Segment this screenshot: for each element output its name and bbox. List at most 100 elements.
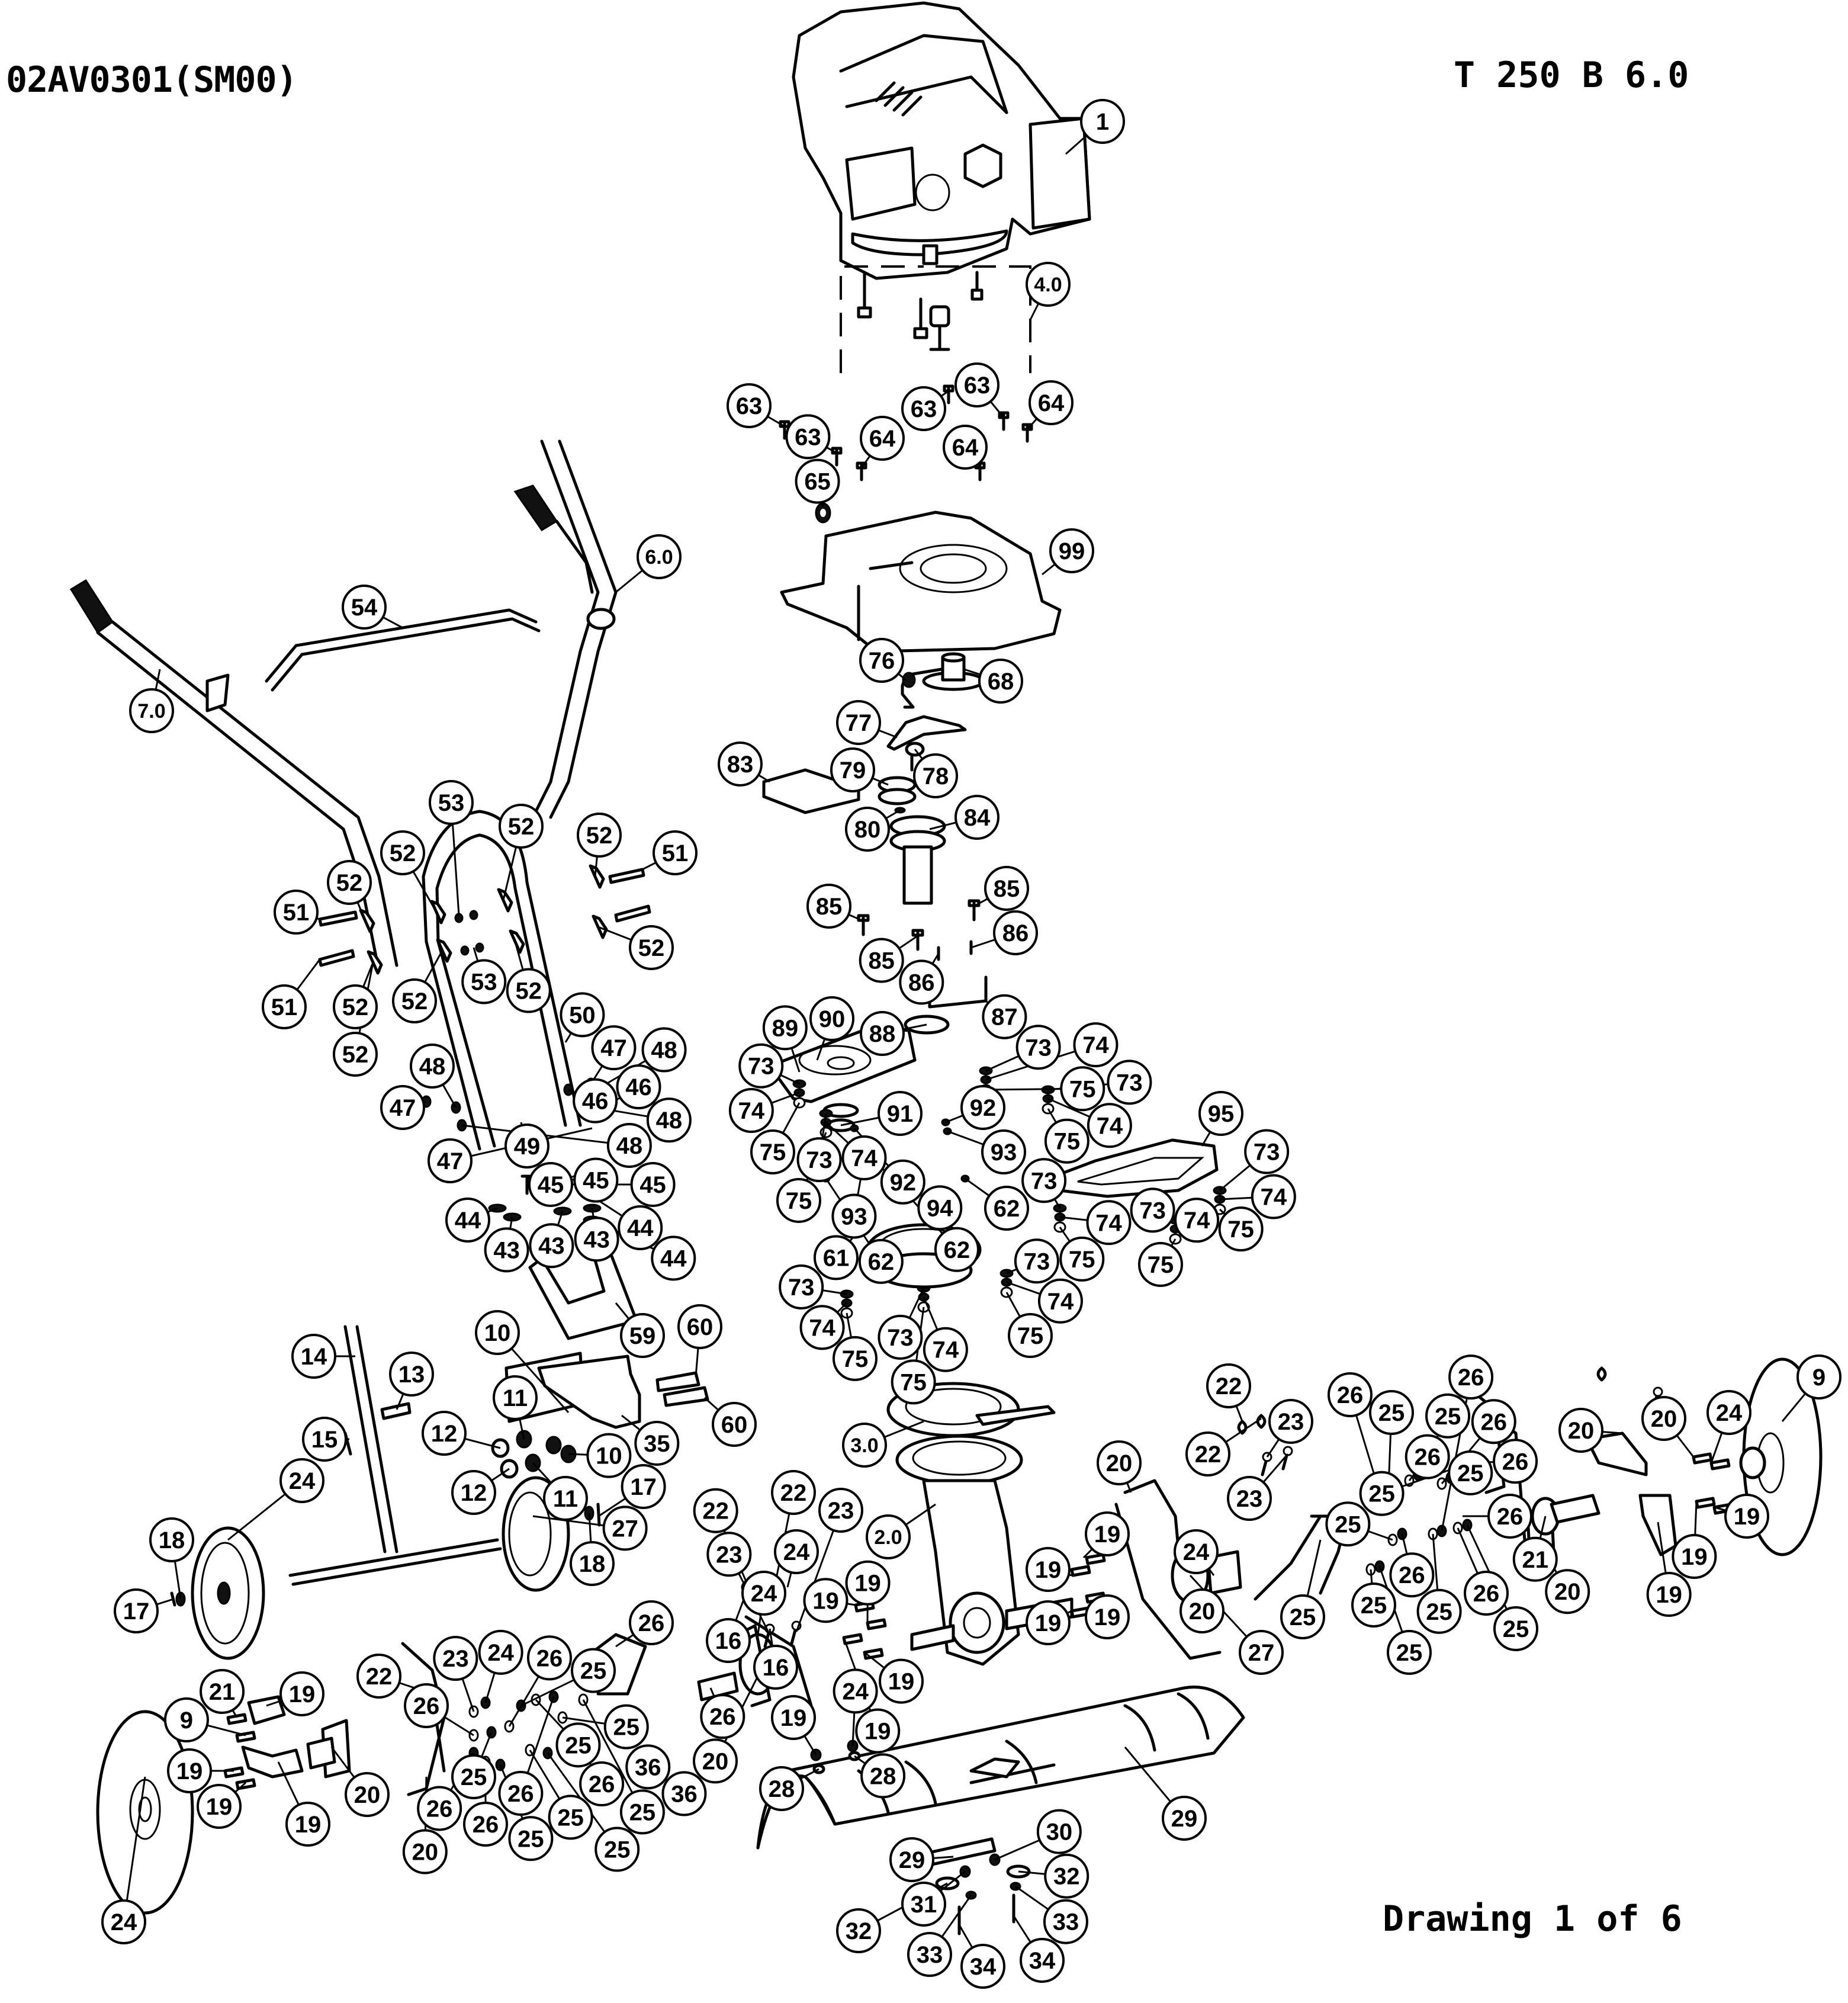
callout-part-19[interactable]: 19 (879, 1658, 924, 1704)
callout-part-99[interactable]: 99 (1049, 528, 1094, 573)
callout-part-19[interactable]: 19 (771, 1695, 816, 1740)
callout-part-73[interactable]: 73 (1021, 1158, 1067, 1203)
callout-part-65[interactable]: 65 (795, 458, 840, 504)
callout-part-28[interactable]: 28 (759, 1766, 804, 1811)
callout-part-3-0[interactable]: 3.0 (842, 1423, 887, 1468)
callout-part-64[interactable]: 64 (943, 425, 988, 470)
callout-part-87[interactable]: 87 (982, 994, 1027, 1039)
callout-part-74[interactable]: 74 (923, 1327, 968, 1372)
callout-part-12[interactable]: 12 (422, 1411, 467, 1456)
callout-part-89[interactable]: 89 (762, 1005, 808, 1051)
callout-part-19[interactable]: 19 (1646, 1572, 1692, 1617)
callout-part-25[interactable]: 25 (451, 1754, 496, 1799)
callout-part-79[interactable]: 79 (830, 747, 875, 792)
callout-part-26[interactable]: 26 (417, 1786, 462, 1831)
callout-part-63[interactable]: 63 (901, 386, 946, 431)
callout-part-24[interactable]: 24 (774, 1529, 819, 1574)
callout-part-86[interactable]: 86 (899, 959, 944, 1005)
callout-part-31[interactable]: 31 (901, 1882, 946, 1927)
callout-part-74[interactable]: 74 (1087, 1103, 1132, 1148)
callout-part-84[interactable]: 84 (954, 795, 999, 840)
callout-part-7-0[interactable]: 7.0 (129, 688, 174, 733)
callout-part-25[interactable]: 25 (1416, 1588, 1462, 1634)
callout-part-25[interactable]: 25 (555, 1722, 601, 1768)
callout-part-46[interactable]: 46 (573, 1078, 618, 1124)
callout-part-50[interactable]: 50 (560, 992, 605, 1038)
callout-part-22[interactable]: 22 (1185, 1431, 1230, 1476)
callout-part-62[interactable]: 62 (858, 1238, 904, 1284)
callout-part-75[interactable]: 75 (1008, 1313, 1053, 1358)
callout-part-25[interactable]: 25 (1425, 1393, 1471, 1439)
callout-part-20[interactable]: 20 (345, 1772, 390, 1817)
callout-part-48[interactable]: 48 (646, 1097, 692, 1143)
callout-part-74[interactable]: 74 (1174, 1198, 1220, 1243)
callout-part-22[interactable]: 22 (356, 1654, 401, 1699)
callout-part-26[interactable]: 26 (1493, 1439, 1538, 1484)
callout-part-9[interactable]: 9 (1796, 1354, 1841, 1399)
callout-part-21[interactable]: 21 (1512, 1536, 1558, 1582)
callout-part-30[interactable]: 30 (1036, 1809, 1082, 1854)
callout-part-77[interactable]: 77 (836, 700, 881, 745)
callout-part-23[interactable]: 23 (706, 1532, 752, 1577)
callout-part-75[interactable]: 75 (1044, 1118, 1089, 1164)
callout-part-64[interactable]: 64 (1029, 380, 1074, 425)
callout-part-12[interactable]: 12 (451, 1470, 496, 1515)
callout-part-19[interactable]: 19 (1672, 1533, 1717, 1579)
callout-part-19[interactable]: 19 (279, 1671, 324, 1716)
callout-part-63[interactable]: 63 (954, 362, 999, 407)
callout-part-25[interactable]: 25 (619, 1789, 665, 1835)
callout-part-73[interactable]: 73 (738, 1043, 784, 1089)
callout-part-20[interactable]: 20 (1558, 1408, 1603, 1453)
callout-part-74[interactable]: 74 (1251, 1174, 1296, 1219)
callout-part-33[interactable]: 33 (907, 1932, 952, 1977)
callout-part-26[interactable]: 26 (1405, 1434, 1450, 1479)
callout-part-26[interactable]: 26 (526, 1635, 572, 1681)
callout-part-24[interactable]: 24 (833, 1668, 878, 1714)
callout-part-19[interactable]: 19 (285, 1802, 330, 1847)
callout-part-52[interactable]: 52 (577, 813, 622, 858)
callout-part-6-0[interactable]: 6.0 (637, 534, 682, 579)
callout-part-52[interactable]: 52 (327, 860, 372, 905)
callout-part-45[interactable]: 45 (573, 1157, 619, 1203)
callout-part-74[interactable]: 74 (799, 1305, 845, 1350)
callout-part-35[interactable]: 35 (634, 1420, 680, 1466)
callout-part-73[interactable]: 73 (1015, 1025, 1061, 1070)
callout-part-85[interactable]: 85 (859, 938, 904, 983)
callout-part-53[interactable]: 53 (461, 959, 507, 1004)
callout-part-51[interactable]: 51 (262, 984, 307, 1029)
callout-part-52[interactable]: 52 (333, 1032, 378, 1077)
callout-part-73[interactable]: 73 (796, 1137, 842, 1183)
callout-part-75[interactable]: 75 (776, 1177, 821, 1223)
callout-part-32[interactable]: 32 (1044, 1853, 1089, 1899)
callout-part-15[interactable]: 15 (302, 1417, 347, 1462)
callout-part-4-0[interactable]: 4.0 (1026, 262, 1071, 307)
callout-part-29[interactable]: 29 (889, 1837, 934, 1882)
callout-part-44[interactable]: 44 (618, 1205, 663, 1250)
callout-part-26[interactable]: 26 (1389, 1552, 1435, 1598)
callout-part-19[interactable]: 19 (803, 1578, 849, 1623)
callout-part-26[interactable]: 26 (1448, 1354, 1494, 1400)
callout-part-23[interactable]: 23 (818, 1488, 863, 1533)
callout-part-45[interactable]: 45 (630, 1161, 676, 1207)
callout-part-85[interactable]: 85 (806, 884, 851, 929)
callout-part-19[interactable]: 19 (197, 1784, 242, 1829)
callout-part-22[interactable]: 22 (1206, 1363, 1251, 1408)
callout-part-27[interactable]: 27 (1239, 1630, 1284, 1675)
callout-part-93[interactable]: 93 (831, 1193, 877, 1239)
callout-part-44[interactable]: 44 (651, 1235, 696, 1281)
callout-part-43[interactable]: 43 (484, 1227, 529, 1273)
callout-part-73[interactable]: 73 (1014, 1238, 1059, 1284)
callout-part-48[interactable]: 48 (641, 1027, 687, 1073)
callout-part-1[interactable]: 1 (1080, 99, 1125, 144)
callout-part-47[interactable]: 47 (380, 1085, 425, 1130)
callout-part-73[interactable]: 73 (1107, 1060, 1152, 1105)
callout-part-73[interactable]: 73 (779, 1264, 824, 1309)
callout-part-85[interactable]: 85 (984, 866, 1029, 911)
callout-part-18[interactable]: 18 (149, 1517, 194, 1562)
callout-part-74[interactable]: 74 (1073, 1022, 1119, 1068)
callout-part-19[interactable]: 19 (1026, 1600, 1071, 1645)
callout-part-23[interactable]: 23 (433, 1636, 478, 1681)
callout-part-24[interactable]: 24 (1174, 1529, 1219, 1574)
callout-part-53[interactable]: 53 (429, 780, 474, 825)
callout-part-45[interactable]: 45 (528, 1162, 573, 1207)
